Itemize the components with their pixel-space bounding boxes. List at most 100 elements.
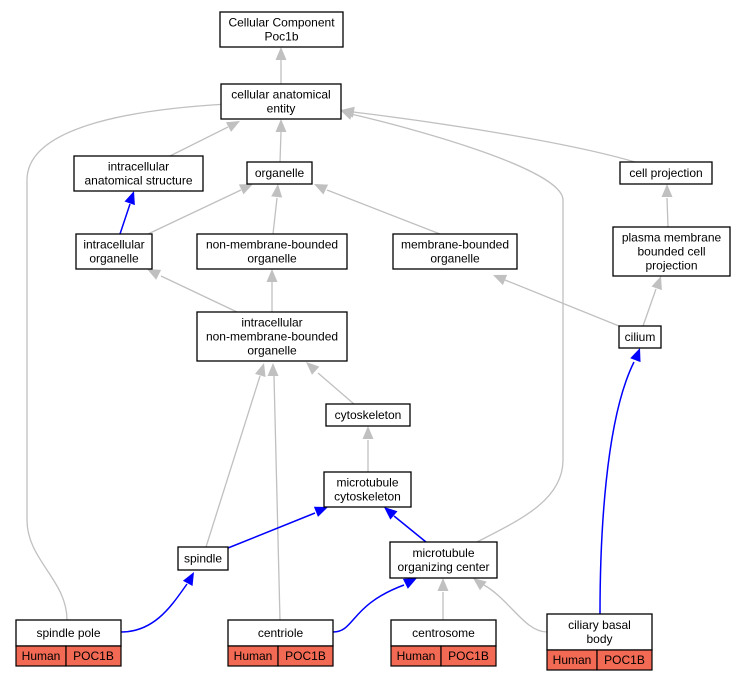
node-box [246, 161, 313, 185]
node-label: cilium [625, 330, 656, 344]
node-label: spindle pole [36, 626, 100, 640]
node-cilium[interactable]: cilium [618, 325, 662, 349]
arrowhead-icon [362, 426, 374, 439]
node-label: organelle [89, 252, 139, 266]
edge-line [332, 584, 405, 633]
edge-mtoc-to-mtcyto [384, 507, 427, 543]
node-organelle[interactable]: organelle [246, 161, 313, 185]
arrowhead-icon [271, 184, 283, 198]
node-label: centriole [258, 626, 304, 640]
edge-line [317, 372, 355, 405]
edge-line [642, 288, 657, 327]
edge-mtoc-to-cae [340, 109, 564, 543]
node-box [618, 325, 662, 349]
edge-line [352, 111, 636, 163]
node-label: spindle [184, 552, 222, 566]
arrowhead-icon [313, 506, 328, 517]
node-label: organelle [255, 166, 305, 180]
edge-line [119, 203, 131, 235]
arrowhead-icon [314, 184, 329, 195]
edge-cytoskeleton-to-inmbo [306, 362, 355, 405]
edge-ciliarybasal-to-cilium [599, 348, 641, 615]
node-label: Cellular Component [228, 16, 335, 30]
edge-organelle-to-cae [275, 119, 287, 163]
edge-spindle-to-inmbo [205, 363, 266, 548]
node-label: Poc1b [264, 30, 298, 44]
node-inmbo[interactable]: intracellularnon-membrane-boundedorganel… [196, 311, 348, 362]
arrowhead-icon [306, 362, 320, 375]
node-cellproj[interactable]: cell projection [619, 161, 713, 185]
arrowhead-icon [225, 121, 240, 132]
node-box [177, 546, 229, 571]
arrowhead-icon [651, 276, 662, 291]
edge-line [483, 584, 548, 633]
edge-line [273, 375, 281, 621]
edge-cilium-to-mbo [493, 274, 620, 327]
edge-mbo-to-organelle [314, 184, 441, 235]
edge-pmbcp-to-cellproj [661, 184, 673, 228]
edge-line [26, 103, 229, 621]
edge-ias-to-cae [169, 121, 240, 157]
edge-ciliarybasal-to-mtoc [473, 578, 548, 633]
node-box [75, 233, 153, 270]
node-label: bounded cell [637, 245, 705, 259]
gene-cell [596, 649, 653, 671]
node-box [389, 541, 498, 579]
node-label: entity [267, 102, 296, 116]
edge-centriole-to-inmbo [267, 363, 281, 621]
node-label: membrane-bounded [401, 238, 509, 252]
edge-inmbo-to-nmbo [266, 269, 278, 312]
edge-mtcyto-to-cytoskeleton [362, 426, 374, 472]
arrowhead-icon [238, 184, 253, 195]
edge-cae-to-root [275, 47, 287, 84]
node-cytoskeleton[interactable]: cytoskeleton [325, 403, 411, 427]
edge-spindlepole-to-spindle [120, 572, 194, 633]
node-label: microtubule [336, 476, 398, 490]
node-box [392, 233, 518, 270]
node-label: projection [645, 259, 697, 273]
node-label: intracellular [108, 160, 169, 174]
node-box [325, 403, 411, 427]
edge-nmbo-to-organelle [271, 184, 283, 235]
gene-label: POC1B [604, 653, 645, 667]
node-label: ciliary basal [568, 618, 631, 632]
node-label: cytoskeleton [335, 408, 402, 422]
node-label: non-membrane-bounded [206, 330, 338, 344]
gene-cell [440, 645, 497, 667]
edge-line [160, 275, 238, 313]
edge-centrosome-to-mtoc [437, 578, 449, 620]
edge-line [599, 361, 635, 615]
arrowhead-icon [437, 578, 449, 591]
edge-line [326, 189, 441, 235]
arrowhead-icon [275, 119, 287, 132]
arrowhead-icon [384, 507, 398, 520]
node-box [323, 471, 412, 508]
node-label: organelle [247, 344, 297, 358]
arrowhead-icon [267, 363, 279, 376]
node-box [619, 161, 713, 185]
node-spindle[interactable]: spindle [177, 546, 229, 571]
gene-cell [277, 645, 334, 667]
species-label: Human [553, 653, 592, 667]
node-label: organizing center [397, 560, 489, 574]
arrowhead-icon [254, 363, 266, 378]
arrowhead-icon [340, 109, 355, 120]
node-label: intracellular [241, 316, 302, 330]
species-label: Human [397, 649, 436, 663]
node-box [220, 83, 342, 120]
node-label: cellular anatomical [231, 88, 330, 102]
